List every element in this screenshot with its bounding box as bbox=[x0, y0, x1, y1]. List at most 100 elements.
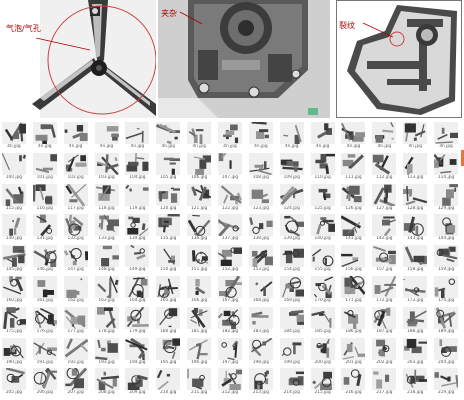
thumbnail-item[interactable]: 195.jpg bbox=[154, 337, 182, 369]
thumbnail-item[interactable]: 109.jpg bbox=[278, 152, 306, 184]
thumbnail-item[interactable]: 133.jpg bbox=[93, 214, 121, 245]
thumbnail-item[interactable]: 4n.jpg bbox=[0, 122, 28, 153]
thumbnail-item[interactable]: 210.jpg bbox=[154, 368, 182, 399]
thumbnail-item[interactable]: 211.jpg bbox=[185, 368, 213, 399]
thumbnail-item[interactable]: 120.jpg bbox=[154, 183, 182, 215]
thumbnail-item[interactable]: 159.jpg bbox=[432, 245, 460, 276]
thumbnail-item[interactable]: 206.jpg bbox=[31, 368, 59, 399]
thumbnail-item[interactable]: 118.jpg bbox=[93, 183, 121, 215]
thumbnail-item[interactable]: 128.jpg bbox=[401, 183, 429, 215]
thumbnail-item[interactable]: 4n.jpg bbox=[401, 122, 429, 153]
thumbnail-item[interactable]: 138.jpg bbox=[247, 214, 275, 245]
thumbnail-item[interactable]: 116.jpg bbox=[31, 183, 59, 215]
thumbnail-item[interactable]: 201.jpg bbox=[340, 337, 368, 369]
thumbnail-item[interactable]: 108.jpg bbox=[247, 152, 275, 184]
thumbnail-item[interactable]: 174.jpg bbox=[432, 275, 460, 307]
thumbnail-item[interactable]: 153.jpg bbox=[247, 245, 275, 276]
thumbnail-item[interactable]: 166.jpg bbox=[185, 275, 213, 307]
thumbnail-item[interactable]: 205.jpg bbox=[0, 368, 28, 399]
thumbnail-item[interactable]: 185.jpg bbox=[309, 306, 337, 338]
thumbnail-item[interactable]: 122.jpg bbox=[216, 183, 244, 215]
thumbnail-item[interactable]: 163.jpg bbox=[93, 275, 121, 307]
thumbnail-item[interactable]: 154.jpg bbox=[278, 245, 306, 276]
thumbnail-item[interactable]: 180.jpg bbox=[154, 306, 182, 338]
thumbnail-item[interactable]: 143.jpg bbox=[401, 214, 429, 245]
thumbnail-item[interactable]: 187.jpg bbox=[370, 306, 398, 338]
thumbnail-item[interactable]: 134.jpg bbox=[123, 214, 151, 245]
thumbnail-item[interactable]: 131.jpg bbox=[31, 214, 59, 245]
thumbnail-item[interactable]: 190.jpg bbox=[0, 337, 28, 369]
thumbnail-item[interactable]: 144.jpg bbox=[432, 214, 460, 245]
thumbnail-item[interactable]: 115.jpg bbox=[0, 183, 28, 215]
thumbnail-item[interactable]: 107.jpg bbox=[216, 152, 244, 184]
thumbnail-item[interactable]: 130.jpg bbox=[0, 214, 28, 245]
thumbnail-item[interactable]: 4n.jpg bbox=[31, 122, 59, 153]
thumbnail-item[interactable]: 176.jpg bbox=[31, 306, 59, 338]
thumbnail-item[interactable]: 160.jpg bbox=[0, 275, 28, 307]
thumbnail-item[interactable]: 217.jpg bbox=[370, 368, 398, 399]
scrollbar-thumb[interactable] bbox=[461, 150, 464, 166]
thumbnail-item[interactable]: 169.jpg bbox=[278, 275, 306, 307]
thumbnail-item[interactable]: 197.jpg bbox=[216, 337, 244, 369]
thumbnail-item[interactable]: 208.jpg bbox=[93, 368, 121, 399]
thumbnail-item[interactable]: 4n.jpg bbox=[93, 122, 121, 153]
thumbnail-item[interactable]: 177.jpg bbox=[62, 306, 90, 338]
thumbnail-item[interactable]: 114.jpg bbox=[432, 152, 460, 184]
thumbnail-item[interactable]: 199.jpg bbox=[278, 337, 306, 369]
thumbnail-item[interactable]: 125.jpg bbox=[309, 183, 337, 215]
thumbnail-item[interactable]: 202.jpg bbox=[370, 337, 398, 369]
thumbnail-item[interactable]: 175.jpg bbox=[0, 306, 28, 338]
thumbnail-item[interactable]: 179.jpg bbox=[123, 306, 151, 338]
thumbnail-item[interactable]: 213.jpg bbox=[247, 368, 275, 399]
thumbnail-item[interactable]: 158.jpg bbox=[401, 245, 429, 276]
thumbnail-item[interactable]: 203.jpg bbox=[401, 337, 429, 369]
thumbnail-item[interactable]: 172.jpg bbox=[370, 275, 398, 307]
thumbnail-item[interactable]: 110.jpg bbox=[309, 152, 337, 184]
thumbnail-item[interactable]: 149.jpg bbox=[123, 245, 151, 276]
thumbnail-item[interactable]: 151.jpg bbox=[185, 245, 213, 276]
thumbnail-item[interactable]: 113.jpg bbox=[401, 152, 429, 184]
thumbnail-item[interactable]: 216.jpg bbox=[340, 368, 368, 399]
thumbnail-item[interactable]: 111.jpg bbox=[340, 152, 368, 184]
thumbnail-item[interactable]: 121.jpg bbox=[185, 183, 213, 215]
thumbnail-item[interactable]: 100.jpg bbox=[0, 152, 28, 184]
thumbnail-item[interactable]: 168.jpg bbox=[247, 275, 275, 307]
thumbnail-item[interactable]: 181.jpg bbox=[185, 306, 213, 338]
thumbnail-item[interactable]: 193.jpg bbox=[93, 337, 121, 369]
thumbnail-item[interactable]: 127.jpg bbox=[370, 183, 398, 215]
thumbnail-item[interactable]: 188.jpg bbox=[401, 306, 429, 338]
thumbnail-item[interactable]: 117.jpg bbox=[62, 183, 90, 215]
thumbnail-item[interactable]: 4n.jpg bbox=[278, 122, 306, 153]
thumbnail-item[interactable]: 139.jpg bbox=[278, 214, 306, 245]
thumbnail-item[interactable]: 135.jpg bbox=[154, 214, 182, 245]
thumbnail-item[interactable]: 198.jpg bbox=[247, 337, 275, 369]
thumbnail-item[interactable]: 186.jpg bbox=[340, 306, 368, 338]
thumbnail-item[interactable]: 219.jpg bbox=[432, 368, 460, 399]
thumbnail-item[interactable]: 126.jpg bbox=[340, 183, 368, 215]
thumbnail-item[interactable]: 146.jpg bbox=[31, 245, 59, 276]
thumbnail-item[interactable]: 162.jpg bbox=[62, 275, 90, 307]
thumbnail-item[interactable]: 103.jpg bbox=[93, 152, 121, 184]
thumbnail-item[interactable]: 129.jpg bbox=[432, 183, 460, 215]
thumbnail-item[interactable]: 170.jpg bbox=[309, 275, 337, 307]
thumbnail-item[interactable]: 112.jpg bbox=[370, 152, 398, 184]
thumbnail-item[interactable]: 4n.jpg bbox=[247, 122, 275, 153]
thumbnail-item[interactable]: 215.jpg bbox=[309, 368, 337, 399]
thumbnail-item[interactable]: 4n.jpg bbox=[154, 122, 182, 153]
thumbnail-item[interactable]: 191.jpg bbox=[31, 337, 59, 369]
thumbnail-item[interactable]: 204.jpg bbox=[432, 337, 460, 369]
thumbnail-item[interactable]: 147.jpg bbox=[62, 245, 90, 276]
thumbnail-item[interactable]: 106.jpg bbox=[185, 152, 213, 184]
thumbnail-item[interactable]: 214.jpg bbox=[278, 368, 306, 399]
thumbnail-item[interactable]: 4n.jpg bbox=[185, 122, 213, 153]
thumbnail-item[interactable]: 196.jpg bbox=[185, 337, 213, 369]
thumbnail-item[interactable]: 184.jpg bbox=[278, 306, 306, 338]
thumbnail-item[interactable]: 140.jpg bbox=[309, 214, 337, 245]
thumbnail-item[interactable]: 218.jpg bbox=[401, 368, 429, 399]
thumbnail-item[interactable]: 136.jpg bbox=[185, 214, 213, 245]
thumbnail-item[interactable]: 142.jpg bbox=[370, 214, 398, 245]
thumbnail-item[interactable]: 132.jpg bbox=[62, 214, 90, 245]
thumbnail-item[interactable]: 173.jpg bbox=[401, 275, 429, 307]
thumbnail-item[interactable]: 137.jpg bbox=[216, 214, 244, 245]
thumbnail-item[interactable]: 189.jpg bbox=[432, 306, 460, 338]
